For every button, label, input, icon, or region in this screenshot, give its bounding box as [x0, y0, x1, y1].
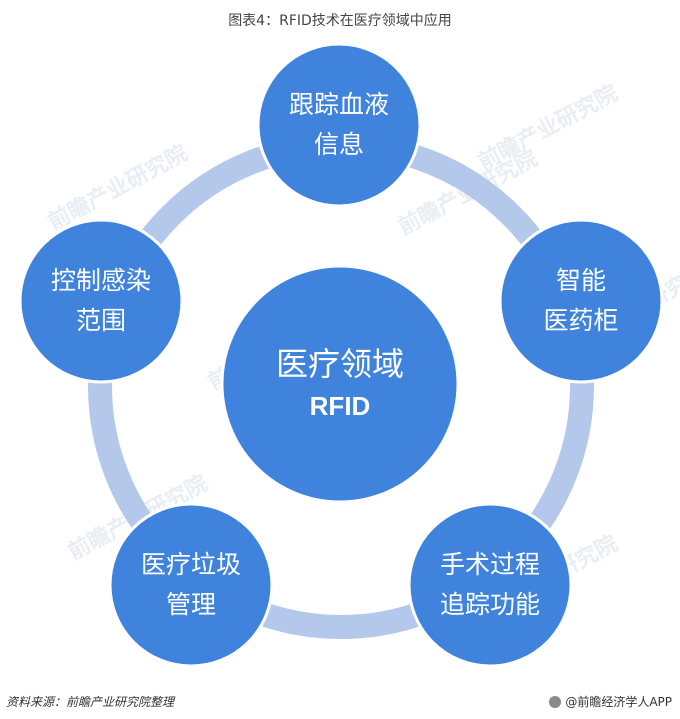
- node-circle-smart-cabinet: [498, 218, 664, 384]
- node-circle-infection-control: [18, 218, 184, 384]
- figure-title: 图表4：RFID技术在医疗领域中应用: [228, 13, 452, 29]
- brand-credit: @前瞻经济学人APP: [549, 693, 672, 710]
- node-circle-waste-management: [108, 502, 274, 668]
- brand-credit-text: @前瞻经济学人APP: [565, 695, 672, 709]
- brand-logo-icon: [549, 695, 562, 708]
- source-note: 资料来源：前瞻产业研究院整理: [6, 695, 175, 709]
- center-circle: [220, 264, 460, 504]
- node-circle-blood-tracking: [256, 42, 422, 208]
- node-circle-surgery-tracking: [407, 502, 573, 668]
